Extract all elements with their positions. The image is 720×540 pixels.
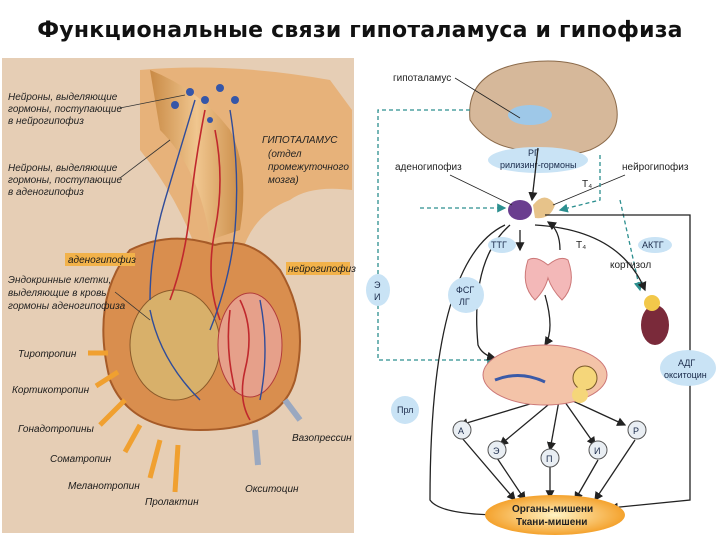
ttg-label: ТТГ [491,240,507,250]
pituitary-illustration: Нейроны, выделяющие гормоны, поступающие… [2,58,356,533]
hormone-tirotropin: Тиротропин [18,349,77,360]
hypothalamus-label-line2: (отдел [268,149,302,160]
lg-label: ЛГ [459,297,470,307]
adrenal-image [644,295,660,311]
arrow-vasopressin [282,398,303,422]
page-title: Функциональные связи гипоталамуса и гипо… [37,18,683,43]
thyroid-gland [524,257,572,301]
endocrine-line2: выделяющие в кровь [8,288,107,299]
follicle [572,365,598,391]
neuron-clusters [171,84,239,123]
adenohypophysis-cells [129,289,221,401]
neurohypophysis-right-label: нейрогипофиз [622,161,689,173]
adenohypophysis-right-label: аденогипофиз [395,161,462,173]
arrow-prolactin [172,444,181,493]
node-a [452,420,472,440]
node-r-label: Р [633,426,639,436]
rg-label: РГ [528,148,539,158]
fsg-label: ФСГ [456,285,474,295]
ei-label-e: Э [374,280,381,290]
t4-label: T₄ [576,240,586,251]
hypothalamus-label-line4: мозга) [268,175,299,186]
hormone-corticotropin: Кортикотропин [12,385,90,396]
node-e [487,440,507,460]
neurons-neuro-line2: гормоны, поступающие [8,104,122,115]
brain-ventricle [508,105,552,125]
node-i [588,440,608,460]
rg-bubble [488,147,588,173]
neurohypophysis-tag-bg [286,262,350,275]
adenohypophysis-tag: аденогипофиз [68,254,136,266]
node-i-label: И [594,446,600,456]
node-e-label: Э [493,446,500,456]
arrow-gonadotropins [98,398,127,427]
corpus-luteum [572,387,588,403]
blue-vessels [149,99,266,401]
hormone-list: Тиротропин Кортикотропин Гонадотропины С… [12,349,199,508]
hormone-gonadotropins: Гонадотропины [18,424,95,435]
target-tissues-label: Ткани-мишени [516,517,587,528]
node-r [627,420,647,440]
fsg-lg-bubble [448,277,484,313]
endocrine-line3: гормоны аденогипофиза [8,300,126,312]
neurons-neuro-line3: в нейрогипофиз [8,115,84,127]
ei-bubble [366,274,390,306]
prl-label: Прл [397,405,413,415]
ttg-bubble [488,237,516,253]
hormone-nodes: А Э П И Р [452,420,647,468]
hormone-somatropin: Соматропин [50,454,112,465]
hypothalamus-right-label: гипоталамус [393,73,451,84]
oxytocin-right-label: окситоцин [664,370,707,380]
red-vessels [169,109,251,421]
kidney-image [641,305,669,345]
hormone-prolactin: Пролактин [145,497,199,508]
arrow-melanotropin [147,439,163,479]
rg-desc: рилизинг-гормоны [500,160,576,170]
neurons-adeno-line2: гормоны, поступающие [8,175,122,186]
ovary-vessel [494,374,546,384]
neurons-adeno-line3: в аденогипофиз [8,186,84,198]
hypothalamus-label-line3: промежуточного [268,162,349,173]
neurohypophysis-lobe [217,292,283,398]
t4-top-label: T₄ [582,179,592,190]
target-organs-label: Органы-мишени [512,504,593,515]
ei-label-i: И [374,292,380,302]
neurohypophysis-tag: нейрогипофиз [288,263,356,275]
hormone-melanotropin: Меланотропин [68,481,140,492]
regulation-scheme: гипоталамус РГ рилизинг-гормоны аденогип… [366,60,716,535]
adenohypophysis-tag-bg [65,253,135,266]
prl-bubble [391,396,419,424]
actg-bubble [638,237,672,253]
oxytocin-label: Окситоцин [245,484,299,495]
actg-label: АКТГ [642,240,664,250]
endocrine-line1: Эндокринные клетки, [8,275,111,286]
arrow-corticotropin [94,369,120,389]
node-p-label: П [546,454,552,464]
neurohypophysis-small [533,197,555,219]
arrow-somatropin [122,423,143,454]
arrow-oxytocin [252,429,261,466]
neurons-adeno-line1: Нейроны, выделяющие [8,163,118,174]
vasopressin-label: Вазопрессин [292,433,352,444]
adenohypophysis-small [508,200,532,220]
adg-label: АДГ [678,358,695,368]
hypothalamus-label-line1: ГИПОТАЛАМУС [262,135,338,146]
node-a-label: А [458,426,464,436]
node-p [540,448,560,468]
cortisol-label: кортизол [610,260,651,271]
adg-bubble [660,350,716,386]
neurons-neuro-line1: Нейроны, выделяющие [8,92,118,103]
target-organs-ellipse [485,495,625,535]
